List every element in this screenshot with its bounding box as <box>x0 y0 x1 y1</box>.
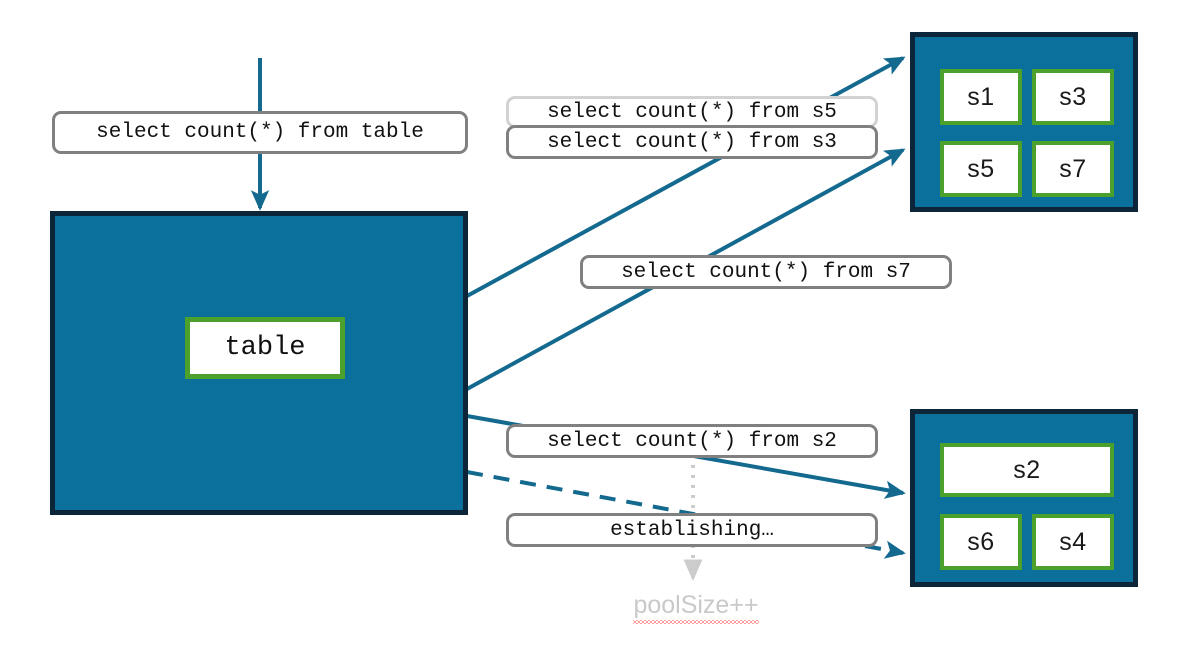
pool-bottom-cell-s6[interactable]: s6 <box>940 514 1022 570</box>
bubble-query-s2[interactable]: select count(*) from s2 <box>506 424 878 458</box>
pool-top-container[interactable]: s1 s3 s5 s7 <box>910 32 1138 212</box>
table-cell-label[interactable]: table <box>185 317 345 379</box>
table-container[interactable]: table <box>50 211 468 515</box>
bubble-query-s7[interactable]: select count(*) from s7 <box>580 255 952 289</box>
poolsize-note: poolSize++ <box>596 591 796 624</box>
pool-top-cell-s1[interactable]: s1 <box>940 69 1022 125</box>
poolsize-note-text: poolSize++ <box>633 591 759 624</box>
bubble-query-s5[interactable]: select count(*) from s5 <box>506 96 878 128</box>
pool-bottom-cell-s2[interactable]: s2 <box>940 443 1114 497</box>
pool-bottom-container[interactable]: s2 s6 s4 <box>910 409 1138 587</box>
pool-bottom-cell-s4[interactable]: s4 <box>1032 514 1114 570</box>
bubble-establishing[interactable]: establishing… <box>506 513 878 547</box>
pool-top-cell-s3[interactable]: s3 <box>1032 69 1114 125</box>
bubble-query-s3[interactable]: select count(*) from s3 <box>506 125 878 159</box>
pool-top-cell-s7[interactable]: s7 <box>1032 141 1114 197</box>
pool-top-cell-s5[interactable]: s5 <box>940 141 1022 197</box>
bubble-entry-query[interactable]: select count(*) from table <box>52 111 468 154</box>
